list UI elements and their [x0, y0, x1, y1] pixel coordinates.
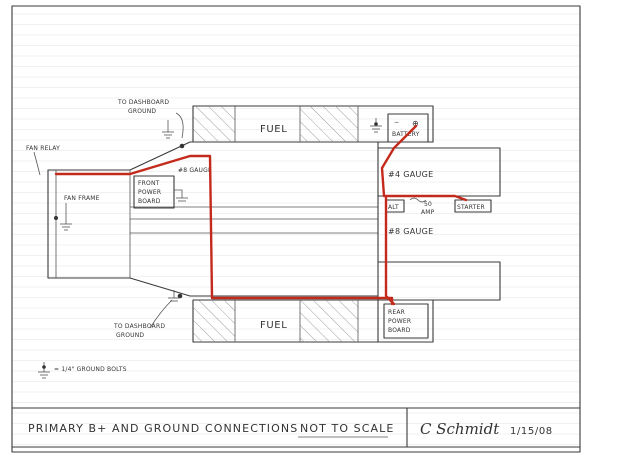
gauge-8-front-label: #8 GAUGE: [178, 167, 212, 174]
dashboard-ground-bottom-label-2: GROUND: [116, 332, 144, 339]
fuse-50-label-2: AMP: [421, 209, 435, 216]
dashboard-ground-top-label-2: GROUND: [128, 108, 156, 115]
paper-grid: [12, 13, 580, 445]
fan-frame: FAN FRAME: [54, 195, 100, 231]
fuel-bottom-label: FUEL: [260, 320, 287, 331]
battery-minus-terminal: −: [394, 119, 399, 126]
battery-label: BATTERY: [392, 131, 420, 138]
front-power-board-label-1: FRONT: [138, 180, 160, 187]
ground-bolt-icon: [179, 143, 185, 149]
wire-front-to-rear: [54, 154, 394, 306]
ground-bolt-icon: [374, 122, 378, 126]
alt-label: ALT: [388, 204, 399, 211]
scale-note: NOT TO SCALE: [300, 422, 394, 435]
rear-power-board-label-2: POWER: [388, 318, 411, 325]
battery: BATTERY − ⊕: [370, 113, 429, 143]
ground-bolt-icon: [177, 293, 183, 299]
front-power-board: FRONT POWER BOARD #8 GAUGE: [133, 167, 212, 209]
front-power-board-label-3: BOARD: [138, 198, 161, 205]
b-plus-wiring: [54, 124, 468, 306]
diagram-title: PRIMARY B+ AND GROUND CONNECTIONS: [28, 422, 298, 435]
dashboard-ground-top-label-1: TO DASHBOARD: [117, 99, 169, 106]
legend-label: = 1/4" GROUND BOLTS: [54, 366, 127, 373]
fan-relay: FAN RELAY: [26, 145, 60, 176]
ground-bolt-icon: [54, 216, 58, 220]
fuse-50-label-1: 50: [424, 201, 432, 208]
gauge-4-label: #4 GAUGE: [388, 170, 434, 179]
fan-frame-label: FAN FRAME: [64, 195, 100, 202]
signature: C Schmidt: [420, 420, 500, 438]
ground-bolt-icon: [42, 365, 46, 369]
dashboard-ground-bottom-label-1: TO DASHBOARD: [113, 323, 165, 330]
dashboard-ground-bottom: TO DASHBOARD GROUND: [113, 290, 183, 339]
rear-power-board-label-1: REAR: [388, 309, 405, 316]
fuel-tank-top: FUEL: [192, 105, 434, 143]
front-power-board-label-2: POWER: [138, 189, 161, 196]
rear-power-board-label-3: BOARD: [388, 327, 411, 334]
fuse-icon: [409, 197, 427, 203]
fan-relay-label: FAN RELAY: [26, 145, 60, 152]
rear-power-board: REAR POWER BOARD: [383, 303, 429, 339]
title-block: PRIMARY B+ AND GROUND CONNECTIONS NOT TO…: [11, 407, 581, 448]
starter-box: [454, 199, 492, 213]
legend: = 1/4" GROUND BOLTS: [38, 362, 127, 379]
fuel-top-label: FUEL: [260, 124, 287, 135]
sheet-border: [11, 5, 581, 453]
wire-alt-to-rear-board: [384, 196, 396, 306]
starter-label: STARTER: [457, 204, 485, 211]
drawing-date: 1/15/08: [510, 426, 553, 437]
battery-plus-terminal: ⊕: [412, 119, 419, 128]
charging-components: #4 GAUGE ALT 50 AMP STARTER #8 GAUGE: [385, 170, 492, 236]
wire-battery-to-starter: [380, 124, 468, 202]
dashboard-ground-top: TO DASHBOARD GROUND: [117, 99, 185, 149]
fuel-tank-bottom: FUEL: [192, 299, 434, 343]
gauge-8-rear-label: #8 GAUGE: [388, 227, 434, 236]
